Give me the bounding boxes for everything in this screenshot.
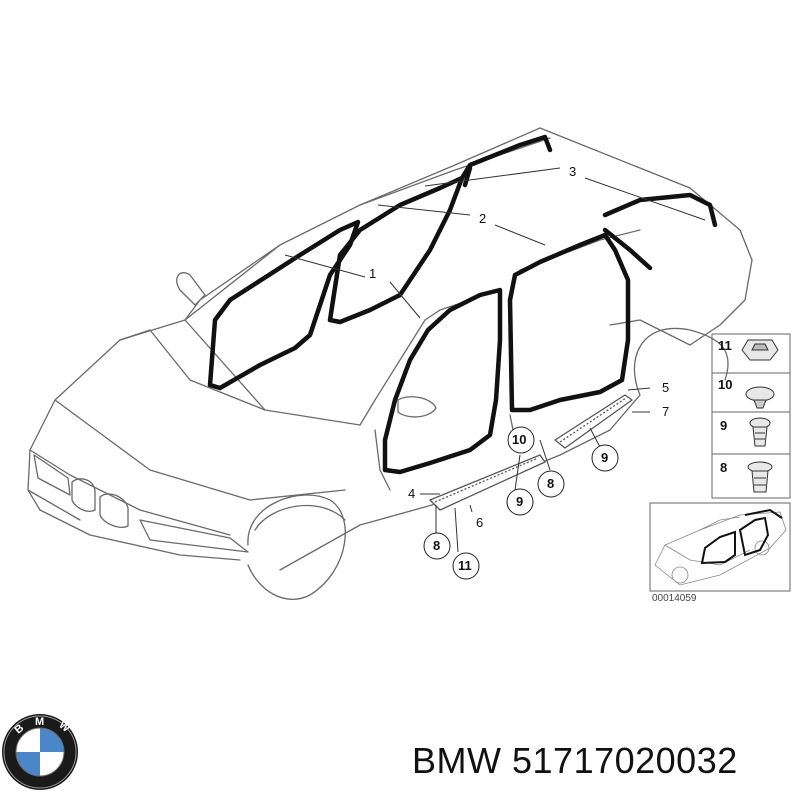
seal-rear-door-frame	[602, 192, 718, 228]
seal-front-door-frame	[327, 175, 465, 325]
clip-10-icon	[745, 386, 775, 409]
bmw-logo: B M W	[2, 714, 78, 790]
callout-7: 7	[662, 404, 669, 419]
part-number: 51717020032	[512, 740, 738, 781]
door-seals	[207, 134, 718, 475]
clip-11-icon	[741, 339, 779, 361]
legend-label-11: 11	[718, 338, 732, 353]
callout-4: 4	[408, 486, 415, 501]
sill-trim-front	[429, 454, 546, 511]
legend-label-9: 9	[720, 418, 727, 433]
clip-8-icon	[747, 461, 773, 493]
callout-9b: 9	[601, 450, 608, 465]
inset-code: 00014059	[652, 593, 697, 604]
callout-labels: 1 2 3 4 5 6 7	[369, 164, 669, 530]
callout-2: 2	[479, 211, 486, 226]
svg-text:M: M	[35, 716, 44, 728]
callout-1: 1	[369, 266, 376, 281]
callout-6: 6	[476, 515, 483, 530]
seal-front-window	[207, 219, 361, 391]
inset-thumbnail: 00014059	[649, 502, 791, 604]
sill-trims	[429, 394, 633, 511]
fastener-legend: 11 10 9 8	[711, 333, 791, 499]
legend-label-10: 10	[718, 377, 732, 392]
callout-10: 10	[512, 432, 526, 447]
circled-callouts: 10 9 8 9 8 11	[423, 426, 619, 580]
callout-9a: 9	[516, 494, 523, 509]
clip-9-icon	[749, 417, 771, 447]
callout-11: 11	[458, 558, 472, 573]
leader-lines	[284, 167, 706, 553]
legend-label-8: 8	[720, 460, 727, 475]
seal-rear-door-opening	[507, 232, 631, 413]
callout-8b: 8	[433, 538, 440, 553]
callout-8a: 8	[547, 476, 554, 491]
callout-5: 5	[662, 380, 669, 395]
callout-3: 3	[569, 164, 576, 179]
part-caption: BMW 51717020032	[412, 740, 738, 782]
brand-name: BMW	[412, 740, 502, 781]
sill-trim-rear	[554, 394, 633, 449]
seal-front-door-opening	[382, 287, 503, 475]
